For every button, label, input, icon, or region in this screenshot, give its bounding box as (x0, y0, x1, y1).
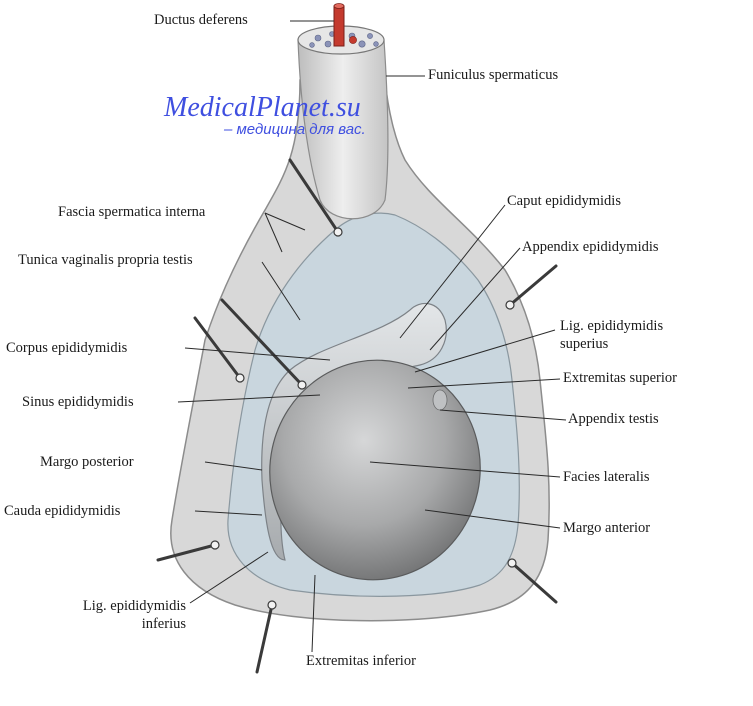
pin-heads (210, 227, 517, 610)
label-margo-anterior: Margo anterior (563, 520, 651, 536)
cord-vessels (309, 31, 379, 48)
label-lig-epididymidis-inferius-2: inferius (141, 616, 186, 632)
label-funiculus-spermaticus: Funiculus spermaticus (428, 67, 559, 83)
label-facies-lateralis: Facies lateralis (563, 469, 650, 485)
label-lig-epididymidis-inferius-1: Lig. epididymidis (82, 598, 186, 614)
label-cauda-epididymidis: Cauda epididymidis (4, 503, 121, 519)
label-fascia-spermatica-interna: Fascia spermatica interna (58, 204, 206, 220)
leader-lines (177, 20, 567, 653)
label-sinus-epididymidis: Sinus epididymidis (22, 394, 134, 410)
testis (269, 359, 481, 581)
label-lig-epididymidis-superius-2: superius (560, 336, 609, 352)
pins (156, 158, 558, 674)
watermark-tagline: – медицина для вас. (224, 121, 366, 138)
label-corpus-epididymidis: Corpus epididymidis (6, 340, 128, 356)
label-appendix-epididymidis: Appendix epididymidis (522, 239, 659, 255)
label-caput-epididymidis: Caput epididymidis (507, 193, 621, 209)
label-lig-epididymidis-superius-1: Lig. epididymidis (560, 318, 664, 334)
spermatic-cord (297, 39, 389, 220)
label-extremitas-inferior: Extremitas inferior (306, 653, 416, 669)
watermark-site: MedicalPlanet.su (164, 92, 361, 123)
label-extremitas-superior: Extremitas superior (563, 370, 677, 386)
label-appendix-testis: Appendix testis (568, 411, 659, 427)
label-tunica-vaginalis: Tunica vaginalis propria testis (18, 252, 193, 268)
appendix-testis-nub (432, 389, 448, 411)
label-ductus-deferens: Ductus deferens (154, 12, 248, 28)
label-margo-posterior: Margo posterior (40, 454, 134, 470)
ductus-deferens-vessel (333, 5, 345, 47)
